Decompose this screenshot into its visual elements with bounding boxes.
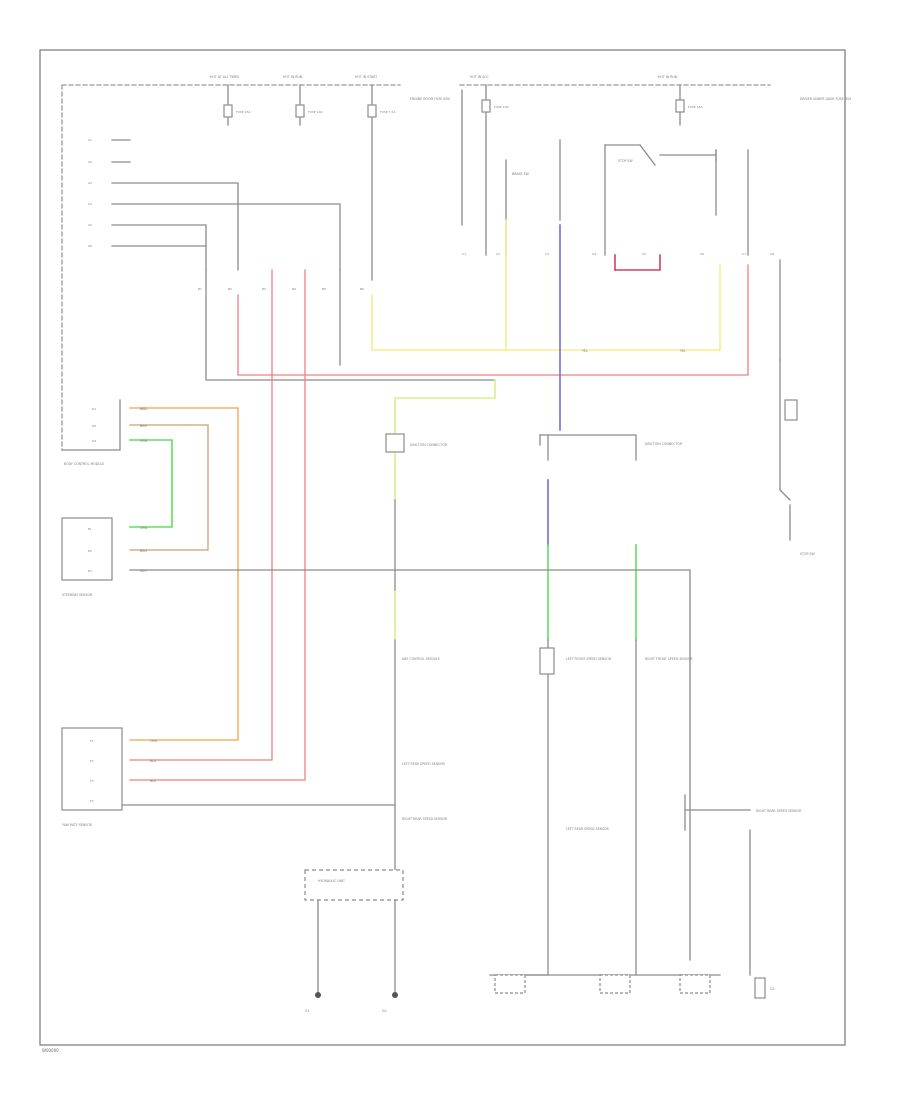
top-power-section: HOT AT ALL TIMES HOT IN RUN HOT IN START… xyxy=(61,75,852,451)
svg-text:C4: C4 xyxy=(592,252,596,256)
svg-text:F4: F4 xyxy=(90,799,94,803)
svg-text:HYDRAULIC UNIT: HYDRAULIC UNIT xyxy=(318,879,345,883)
svg-text:B2: B2 xyxy=(228,287,232,291)
svg-text:JUNCTION CONNECTOR: JUNCTION CONNECTOR xyxy=(644,442,683,446)
fuse-2: FUSE 10A xyxy=(295,84,323,126)
svg-text:LEFT FRONT SPEED SENSOR: LEFT FRONT SPEED SENSOR xyxy=(566,657,612,661)
top-junction-4-label: HOT IN ACC xyxy=(470,75,490,79)
svg-text:B3: B3 xyxy=(262,287,266,291)
top-junction-3-label: HOT IN START xyxy=(355,75,377,79)
fuse-5: FUSE 15A xyxy=(675,84,703,126)
body-control-module: BODY CONTROL MODULE D1 D2 D3 xyxy=(61,399,121,466)
svg-text:BRN: BRN xyxy=(140,549,147,553)
svg-text:B6: B6 xyxy=(360,287,364,291)
speed-sensor-chains: JUNCTION CONNECTOR LEFT FRONT SPEED SENS… xyxy=(489,434,802,999)
svg-text:A5: A5 xyxy=(88,223,92,227)
fuse-3: FUSE 7.5A xyxy=(367,84,396,281)
fuse-4: FUSE 10A xyxy=(481,84,509,256)
yaw-sensor-box: YAW RATE SENSOR F1 F2 F3 F4 xyxy=(61,727,396,827)
svg-text:GRN: GRN xyxy=(140,439,148,443)
svg-text:WHT: WHT xyxy=(140,569,148,573)
svg-text:C8: C8 xyxy=(770,252,774,256)
svg-text:BRN: BRN xyxy=(140,424,147,428)
svg-text:F2: F2 xyxy=(90,759,94,763)
svg-text:C7: C7 xyxy=(742,252,746,256)
steering-sensor-box: STEERING SENSOR E1 E2 E3 xyxy=(61,517,113,597)
svg-text:C2: C2 xyxy=(496,252,500,256)
svg-text:C1: C1 xyxy=(462,252,466,256)
figure-id: W00000 xyxy=(42,1048,59,1053)
colored-wires: YEL YEL RED BRN GRN GRN BRN WHT ORG BLU … xyxy=(129,219,749,961)
svg-text:E1: E1 xyxy=(88,527,92,531)
svg-text:BLK: BLK xyxy=(150,779,157,783)
svg-text:G2: G2 xyxy=(382,1009,387,1013)
svg-text:RIGHT FRONT SPEED SENSOR: RIGHT FRONT SPEED SENSOR xyxy=(645,657,693,661)
svg-text:A1: A1 xyxy=(88,138,92,142)
junction-connector: JUNCTION CONNECTOR xyxy=(385,433,448,591)
svg-text:F1: F1 xyxy=(90,739,94,743)
svg-text:D2: D2 xyxy=(92,424,96,428)
svg-text:E2: E2 xyxy=(88,549,92,553)
svg-text:A4: A4 xyxy=(88,202,92,206)
svg-text:A3: A3 xyxy=(88,181,92,185)
svg-text:LEFT REAR SPEED SENSOR: LEFT REAR SPEED SENSOR xyxy=(566,827,610,831)
svg-text:LEFT REAR SPEED SENSOR: LEFT REAR SPEED SENSOR xyxy=(402,762,446,766)
svg-text:G1: G1 xyxy=(305,1009,310,1013)
svg-text:C6: C6 xyxy=(700,252,704,256)
svg-text:GRN: GRN xyxy=(140,526,148,530)
svg-text:YEL: YEL xyxy=(680,349,686,353)
connector-row: B1 B2 B3 B4 B5 B6 C1 C2 C3 C4 C5 C6 C7 C… xyxy=(198,252,774,291)
abs-chain: ABS CONTROL MODULE LEFT REAR SPEED SENSO… xyxy=(304,639,448,1013)
brake-switch-label: BRAKE SW xyxy=(512,172,530,176)
svg-text:E3: E3 xyxy=(88,569,92,573)
diagram-frame xyxy=(39,49,846,1046)
svg-text:A2: A2 xyxy=(88,160,92,164)
svg-text:G3: G3 xyxy=(770,987,775,991)
svg-text:FUSE 10A: FUSE 10A xyxy=(308,110,323,114)
svg-text:FUSE 7.5A: FUSE 7.5A xyxy=(380,110,396,114)
svg-text:C5: C5 xyxy=(642,252,646,256)
svg-text:JUNCTION CONNECTOR: JUNCTION CONNECTOR xyxy=(409,443,448,447)
svg-text:RIGHT REAR SPEED SENSOR: RIGHT REAR SPEED SENSOR xyxy=(402,817,448,821)
top-junction-1-label: HOT AT ALL TIMES xyxy=(210,75,239,79)
svg-text:STOP SW: STOP SW xyxy=(800,552,815,556)
svg-text:D3: D3 xyxy=(92,439,96,443)
svg-text:F3: F3 xyxy=(90,779,94,783)
fuse-1: FUSE 15A xyxy=(223,84,251,126)
svg-text:BODY CONTROL MODULE: BODY CONTROL MODULE xyxy=(64,462,104,466)
svg-text:FUSE 15A: FUSE 15A xyxy=(688,105,703,109)
top-junction-2-label: HOT IN RUN xyxy=(283,75,303,79)
svg-text:ABS CONTROL MODULE: ABS CONTROL MODULE xyxy=(402,657,440,661)
svg-text:YEL: YEL xyxy=(582,349,588,353)
stop-switch-label: STOP SW xyxy=(618,159,633,163)
engine-room-box-label: ENGINE ROOM FUSE BOX xyxy=(410,97,451,101)
right-relay-area: STOP SW xyxy=(779,359,815,556)
svg-text:ORG: ORG xyxy=(150,739,158,743)
svg-text:YAW RATE SENSOR: YAW RATE SENSOR xyxy=(62,823,93,827)
svg-text:BLU: BLU xyxy=(150,759,157,763)
top-junction-5-label: HOT IN RUN xyxy=(658,75,678,79)
svg-text:D1: D1 xyxy=(92,407,96,411)
svg-text:RIGHT REAR SPEED SENSOR: RIGHT REAR SPEED SENSOR xyxy=(756,809,802,813)
svg-text:FUSE 10A: FUSE 10A xyxy=(494,105,509,109)
svg-text:B4: B4 xyxy=(292,287,296,291)
svg-text:STEERING SENSOR: STEERING SENSOR xyxy=(62,593,93,597)
svg-text:FUSE 15A: FUSE 15A xyxy=(236,110,251,114)
svg-text:RED: RED xyxy=(140,407,147,411)
relay-box-right-label: DRIVER UNDER DASH FUSE BOX xyxy=(800,97,852,101)
svg-text:B1: B1 xyxy=(198,287,202,291)
svg-text:C3: C3 xyxy=(545,252,549,256)
svg-text:A6: A6 xyxy=(88,244,92,248)
svg-text:B5: B5 xyxy=(322,287,326,291)
